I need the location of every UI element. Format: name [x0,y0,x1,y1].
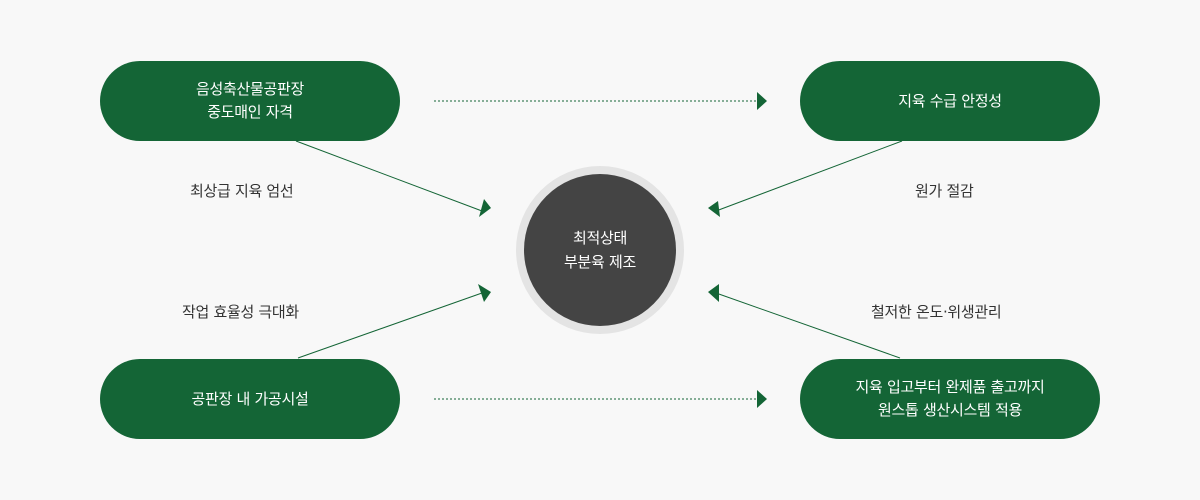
arrow-top-left-head [479,199,491,217]
node-top-left: 음성축산물공판장 중도매인 자격 [100,61,400,141]
label-bottom-left: 작업 효율성 극대화 [182,303,299,321]
center-node-line1: 최적상태 [572,229,627,247]
node-bottom-left: 공판장 내 가공시설 [100,359,400,439]
center-node: 최적상태 부분육 제조 [524,174,676,326]
node-bottom-right-line2: 원스톱 생산시스템 적용 [878,401,1022,419]
label-bottom-right: 철저한 온도·위생관리 [871,303,1002,321]
node-top-right-line1: 지육 수급 안정성 [898,91,1002,110]
node-bottom-left-line1: 공판장 내 가공시설 [191,389,309,408]
label-top-right: 원가 절감 [915,182,974,200]
arrow-top-right-head [708,201,720,217]
node-bottom-right-line1: 지육 입고부터 완제품 출고까지 [855,378,1045,396]
arrow-bottom-left-head [478,284,491,302]
arrow-top-right-line [715,140,903,212]
arrowhead-bottom [757,390,767,408]
arrow-bottom-right-line [715,292,901,359]
arrow-bottom-right-head [708,284,719,302]
arrow-top-left-line [295,140,483,212]
node-top-left-line1: 음성축산물공판장 [195,80,304,98]
node-top-left-line2: 중도매인 자격 [207,103,293,121]
node-top-right: 지육 수급 안정성 [800,61,1100,141]
arrowhead-top [757,92,767,110]
label-top-left: 최상급 지육 엄선 [190,182,294,200]
center-node-line2: 부분육 제조 [564,253,636,271]
arrow-bottom-left-line [297,292,483,359]
node-bottom-right: 지육 입고부터 완제품 출고까지 원스톱 생산시스템 적용 [800,359,1100,439]
